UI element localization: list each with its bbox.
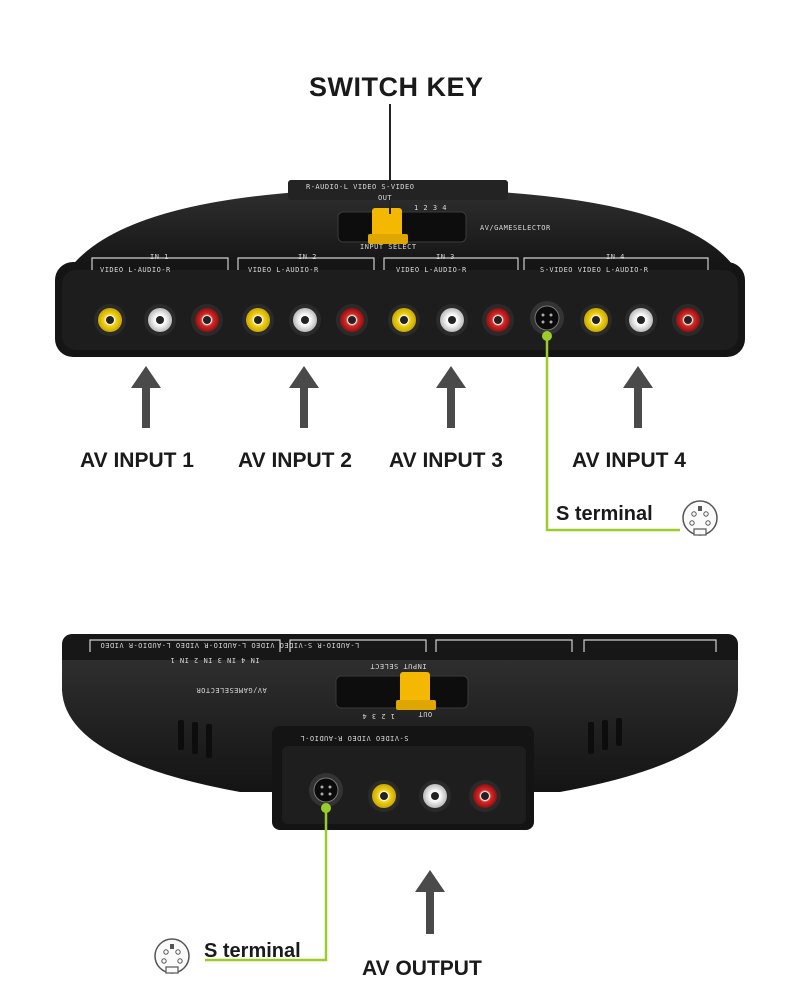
bottom-input-select: INPUT SELECT — [370, 662, 427, 670]
s-terminal-connector-icon — [682, 500, 718, 536]
in3-video-jack — [388, 304, 420, 336]
top-in3-label: IN 3 — [436, 253, 455, 261]
up-arrow-icon — [131, 366, 161, 428]
in4-svideo-jack — [530, 301, 564, 335]
in2-video-jack — [242, 304, 274, 336]
in1-audio-l-jack — [144, 304, 176, 336]
up-arrow-icons-top — [131, 366, 653, 428]
bottom-switch-box — [62, 634, 738, 830]
in4-video-jack — [580, 304, 612, 336]
top-in4-label: IN 4 — [606, 253, 625, 261]
up-arrow-icon — [289, 366, 319, 428]
up-arrow-icon — [415, 870, 445, 934]
in4-audio-r-jack — [672, 304, 704, 336]
top-in2-sub: VIDEO L-AUDIO-R — [248, 266, 319, 274]
bottom-out-header: S-VIDEO VIDEO R-AUDIO-L — [300, 734, 409, 742]
top-in2-label: IN 2 — [298, 253, 317, 261]
out-audio-r-jack — [469, 780, 501, 812]
out-svideo-jack — [309, 773, 343, 807]
top-in1-label: IN 1 — [150, 253, 169, 261]
top-jacks — [94, 301, 704, 336]
bottom-jacks — [309, 773, 501, 812]
bottom-in-labels: IN 4 IN 3 IN 2 IN 1 — [170, 656, 260, 664]
s-terminal-label-bottom: S terminal — [204, 940, 301, 962]
in1-audio-r-jack — [191, 304, 223, 336]
top-out-numbers: 1 2 3 4 — [414, 204, 448, 212]
bottom-out-numbers: 1 2 3 4 — [362, 712, 396, 720]
top-out-label: OUT — [378, 194, 393, 202]
av-input-1-label: AV INPUT 1 — [80, 449, 194, 472]
av-input-3-label: AV INPUT 3 — [389, 449, 503, 472]
av-input-2-label: AV INPUT 2 — [238, 449, 352, 472]
in1-video-jack — [94, 304, 126, 336]
s-terminal-connector-icon — [154, 938, 190, 974]
top-in3-sub: VIDEO L-AUDIO-R — [396, 266, 467, 274]
out-audio-l-jack — [419, 780, 451, 812]
switch-key-label: SWITCH KEY — [309, 72, 484, 102]
s-terminal-callout-line-top — [545, 334, 680, 532]
in2-audio-r-jack — [336, 304, 368, 336]
top-input-select: INPUT SELECT — [360, 243, 417, 251]
bottom-out-label: OUT — [418, 710, 433, 718]
s-terminal-label-top: S terminal — [556, 503, 653, 525]
in3-audio-r-jack — [482, 304, 514, 336]
s-terminal-callout-line-bottom — [205, 806, 328, 962]
top-out-header: R-AUDIO-L VIDEO S-VIDEO — [306, 183, 415, 191]
av-input-4-label: AV INPUT 4 — [572, 449, 686, 472]
top-brand: AV/GAMESELECTOR — [480, 224, 551, 232]
up-arrow-icon — [436, 366, 466, 428]
in3-audio-l-jack — [436, 304, 468, 336]
out-video-jack — [368, 780, 400, 812]
in4-audio-l-jack — [625, 304, 657, 336]
in2-audio-l-jack — [289, 304, 321, 336]
av-output-label: AV OUTPUT — [362, 957, 482, 980]
top-in1-sub: VIDEO L-AUDIO-R — [100, 266, 171, 274]
bottom-brand: AV/GAMESELECTOR — [196, 686, 267, 694]
up-arrow-icon — [623, 366, 653, 428]
top-in4-sub: S-VIDEO VIDEO L-AUDIO-R — [540, 266, 649, 274]
bottom-header-row: L-AUDIO-R S-VIDEO VIDEO L-AUDIO-R VIDEO … — [100, 641, 360, 649]
